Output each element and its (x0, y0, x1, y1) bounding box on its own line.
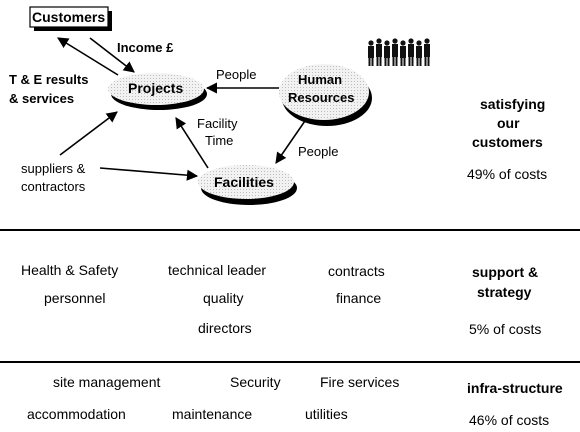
te-results-label-line1: T & E results (9, 72, 89, 87)
facility-time-label-line1: Facility (197, 116, 238, 131)
human-resources-ellipse (279, 64, 369, 120)
customers-section-cost: 49% of costs (467, 166, 548, 182)
support-section-cost: 5% of costs (469, 321, 542, 337)
people-to-projects-label: People (216, 67, 257, 82)
arrow-customers-to-projects-income (89, 37, 135, 73)
support-item-technical-leader: technical leader (168, 262, 267, 278)
support-item-personnel: personnel (44, 290, 106, 306)
infra-section-cost: 46% of costs (469, 412, 550, 428)
suppliers-label-line1: suppliers & (21, 161, 86, 176)
support-item-health-safety: Health & Safety (21, 262, 119, 278)
infra-item-security: Security (230, 374, 281, 390)
facilities-label: Facilities (214, 174, 274, 190)
section-divider-bottom (0, 361, 580, 363)
infra-item-accommodation: accommodation (27, 406, 126, 422)
people-to-facilities-label: People (298, 144, 339, 159)
projects-ellipse (108, 73, 204, 105)
income-label: Income £ (117, 40, 174, 55)
people-group-icon (368, 38, 430, 66)
customers-box (29, 6, 109, 28)
arrow-projects-to-customers (57, 37, 119, 76)
human-resources-label-line2: Resources (288, 90, 355, 105)
facilities-ellipse (198, 165, 294, 199)
customers-section-title-line3: customers (472, 134, 543, 150)
support-section-title-line2: strategy (477, 284, 532, 300)
support-item-directors: directors (198, 320, 252, 336)
arrow-suppliers-to-facilities (99, 167, 199, 181)
arrow-facilities-to-projects (175, 117, 209, 169)
infra-item-fire-services: Fire services (320, 374, 400, 390)
infra-item-site-management: site management (53, 374, 161, 390)
infra-item-maintenance: maintenance (172, 406, 253, 422)
infra-item-utilities: utilities (305, 406, 348, 422)
arrow-hr-to-facilities (275, 117, 308, 164)
infra-section-title: infra-structure (467, 380, 563, 396)
support-item-finance: finance (336, 290, 382, 306)
support-item-contracts: contracts (328, 263, 385, 279)
arrow-te-results-to-projects (59, 111, 118, 156)
support-item-quality: quality (203, 290, 244, 306)
suppliers-label-line2: contractors (21, 179, 86, 194)
customers-label: Customers (32, 9, 106, 25)
section-divider-top (0, 229, 580, 231)
customers-section-title-line2: our (497, 115, 520, 131)
support-section-title-line1: support & (472, 264, 539, 280)
te-results-label-line2: & services (9, 91, 75, 106)
facility-time-label-line2: Time (205, 133, 234, 148)
customers-section-title-line1: satisfying (480, 96, 546, 112)
human-resources-label-line1: Human (298, 72, 343, 87)
projects-label: Projects (128, 80, 184, 96)
